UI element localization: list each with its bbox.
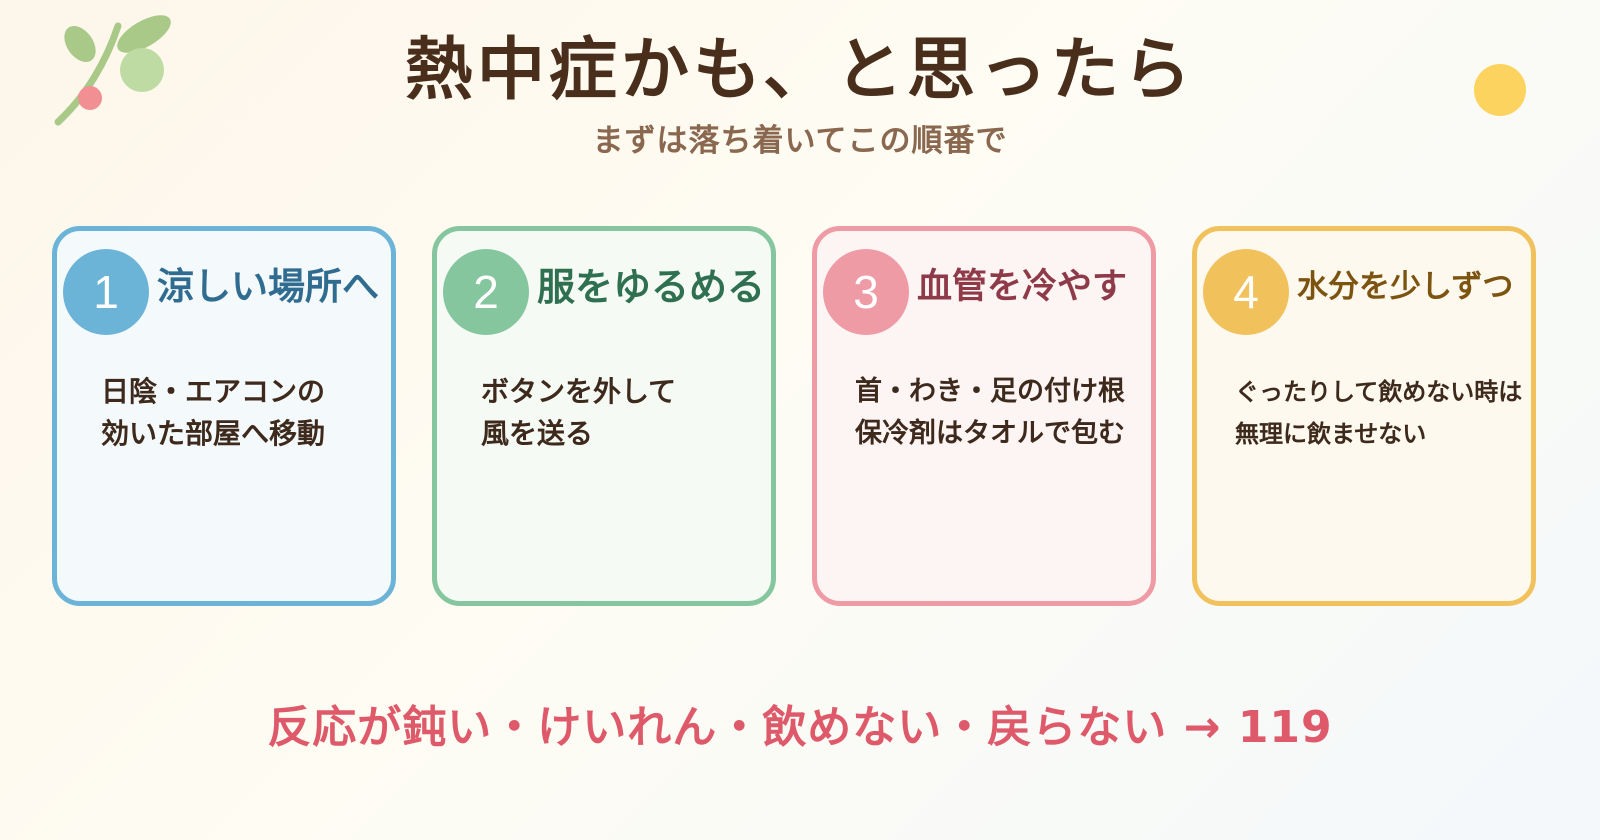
step-card-4: 4 水分を少しずつ ぐったりして飲めない時は 無理に飲ませない <box>1192 226 1536 606</box>
step-number-badge: 3 <box>823 249 909 335</box>
step-description: ぐったりして飲めない時は 無理に飲ませない <box>1235 371 1525 455</box>
step-description-line: 保冷剤はタオルで包む <box>855 418 1125 449</box>
step-description: 日陰・エアコンの 効いた部屋へ移動 <box>101 371 391 455</box>
step-number-badge: 1 <box>63 249 149 335</box>
step-cards: 1 涼しい場所へ 日陰・エアコンの 効いた部屋へ移動 2 服をゆるめる ボタンを… <box>52 226 1548 616</box>
page-title: 熱中症かも、と思ったら <box>405 31 1195 110</box>
step-card-1: 1 涼しい場所へ 日陰・エアコンの 効いた部屋へ移動 <box>52 226 396 606</box>
step-description-line: ボタンを外して <box>481 375 677 408</box>
step-description: ボタンを外して 風を送る <box>481 371 771 455</box>
step-number-badge: 2 <box>443 249 529 335</box>
leaf-sprout-icon <box>54 15 171 126</box>
page-subtitle: まずは落ち着いてこの順番で <box>592 123 1008 159</box>
step-number-badge: 4 <box>1203 249 1289 335</box>
step-title: 涼しい場所へ <box>157 265 379 308</box>
sun-icon <box>1474 64 1526 116</box>
step-title: 服をゆるめる <box>537 265 766 309</box>
step-description: 首・わき・足の付け根 保冷剤はタオルで包む <box>855 371 1145 455</box>
emergency-warning: 反応が鈍い・けいれん・飲めない・戻らない → 119 <box>267 702 1333 753</box>
step-card-2: 2 服をゆるめる ボタンを外して 風を送る <box>432 226 776 606</box>
step-description-line: ぐったりして飲めない時は <box>1235 378 1523 406</box>
step-card-3: 3 血管を冷やす 首・わき・足の付け根 保冷剤はタオルで包む <box>812 226 1156 606</box>
step-description-line: 首・わき・足の付け根 <box>855 376 1125 407</box>
step-description-line: 風を送る <box>481 417 594 450</box>
step-description-line: 日陰・エアコンの <box>101 375 326 408</box>
step-description-line: 無理に飲ませない <box>1235 420 1427 448</box>
step-title: 血管を冷やす <box>917 267 1128 307</box>
step-description-line: 効いた部屋へ移動 <box>101 417 326 450</box>
step-title: 水分を少しずつ <box>1297 269 1514 305</box>
